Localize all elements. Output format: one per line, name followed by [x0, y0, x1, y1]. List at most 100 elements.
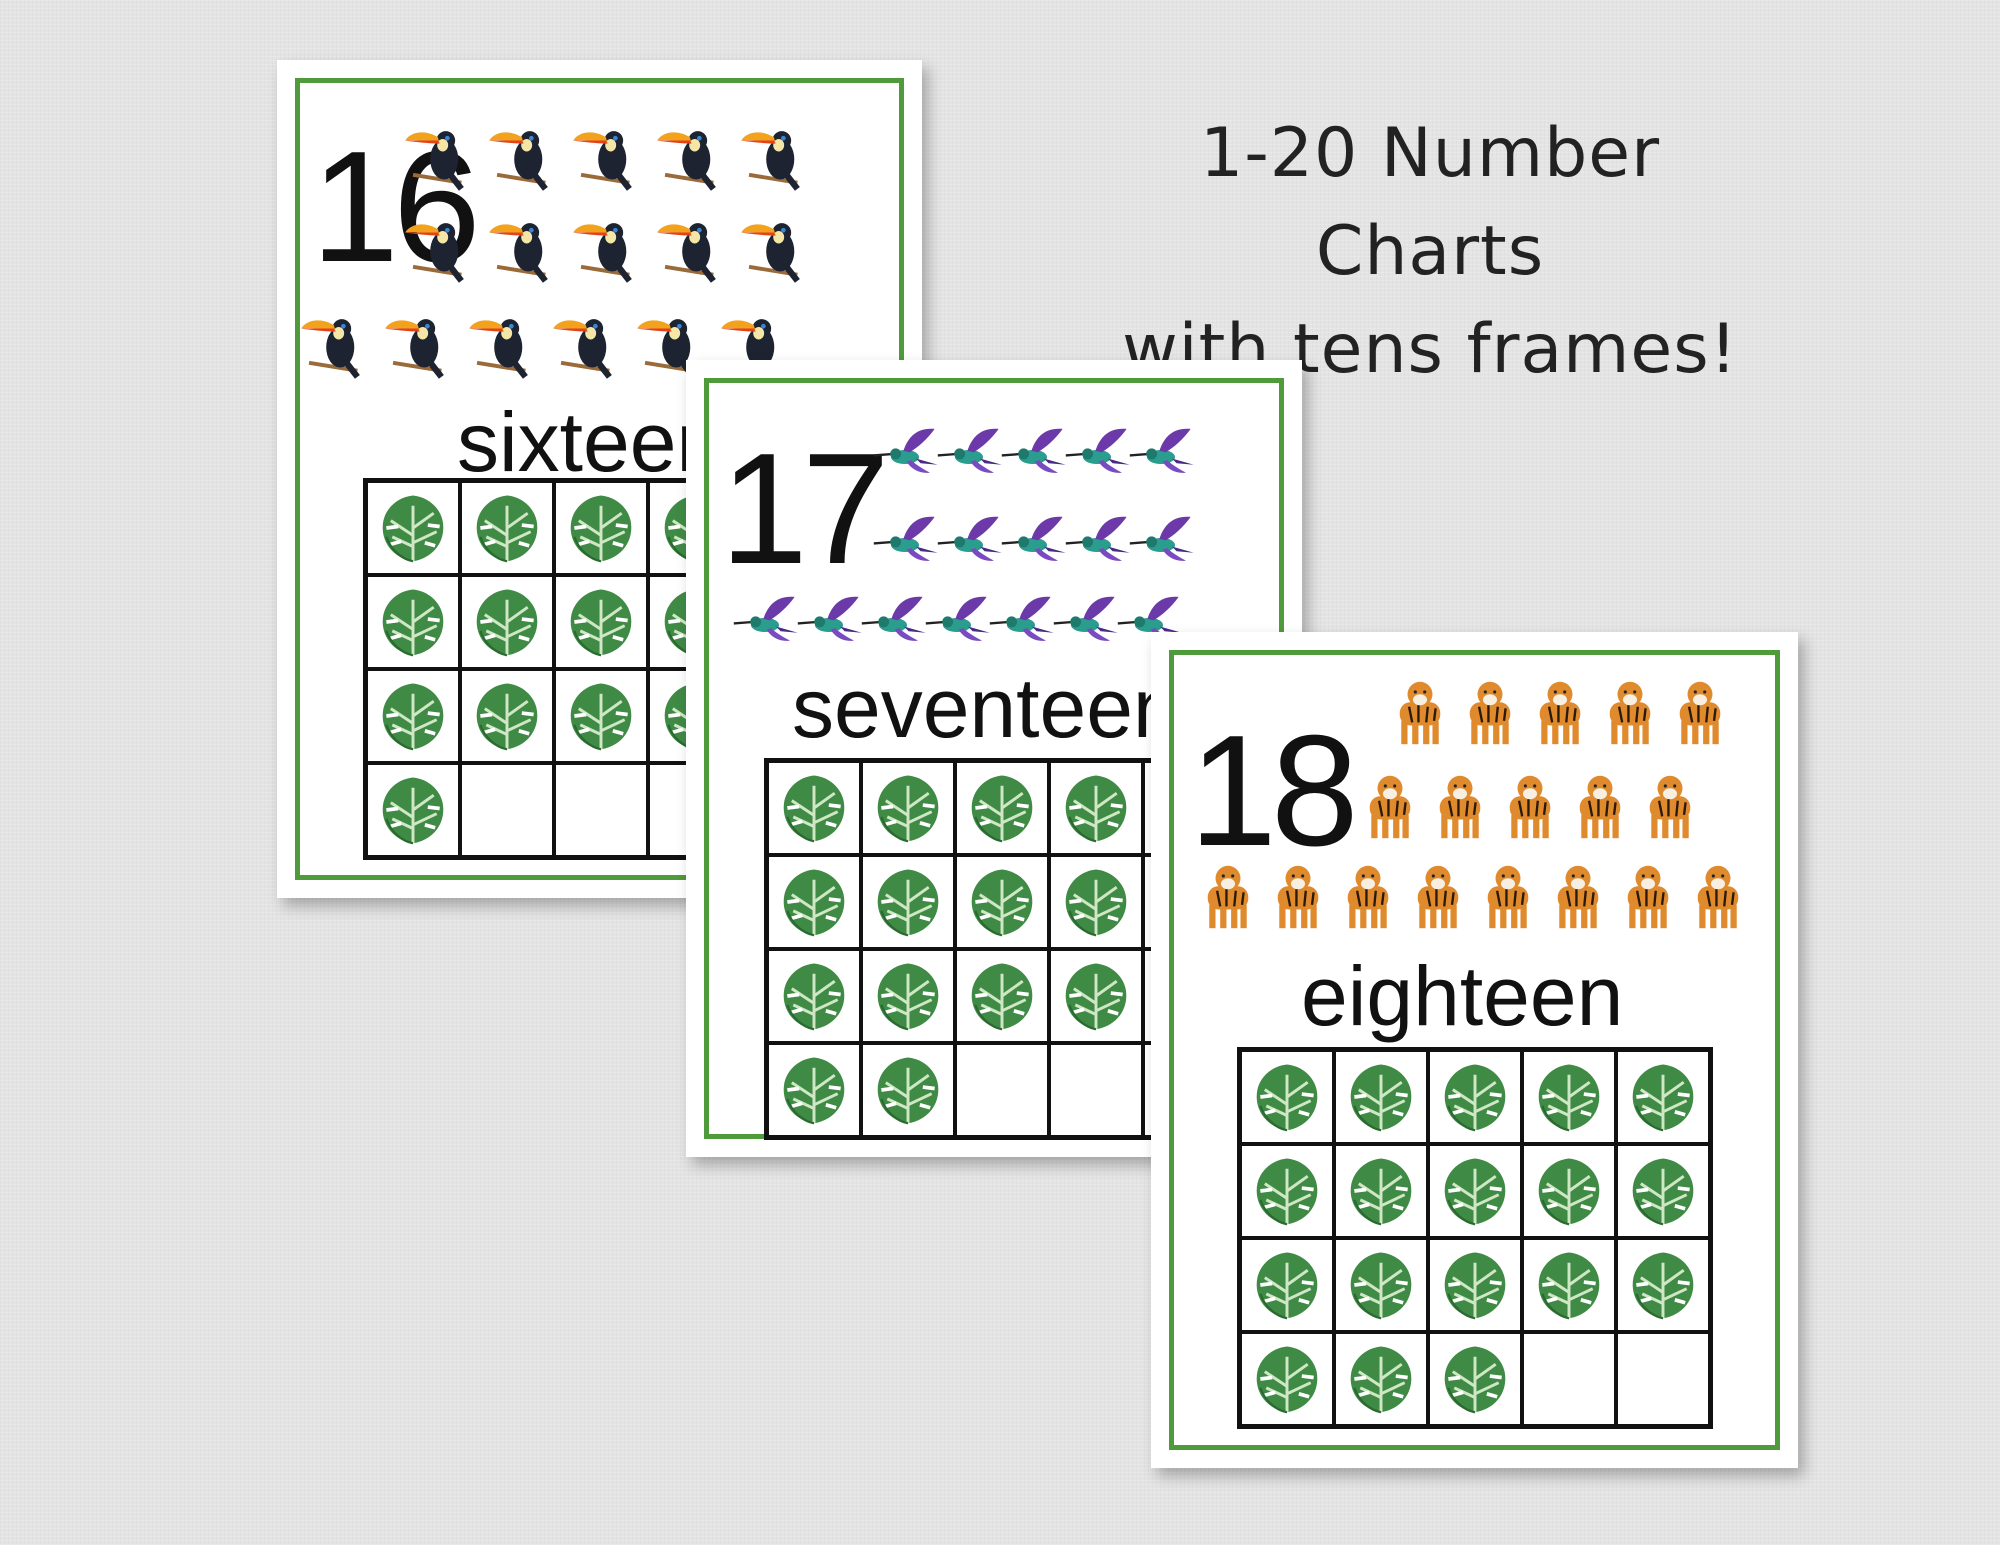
toucan-icon	[399, 206, 477, 284]
monstera-leaf-icon	[564, 679, 638, 753]
monstera-leaf-icon	[376, 491, 450, 565]
tiger-icon	[1631, 768, 1709, 846]
headline: 1-20 Number Charts with tens frames!	[1120, 105, 1740, 399]
tens-frame-cell-filled	[1522, 1144, 1616, 1238]
monstera-leaf-icon	[1438, 1342, 1512, 1416]
monstera-leaf-icon	[1344, 1154, 1418, 1228]
hummingbird-icon	[930, 506, 1008, 584]
tens-frame-cell-filled	[1240, 1238, 1334, 1332]
tens-frame-cell-filled	[1049, 949, 1143, 1043]
monstera-leaf-icon	[1532, 1248, 1606, 1322]
monstera-leaf-icon	[871, 771, 945, 845]
tiger-icon	[1451, 674, 1529, 752]
tens-frame-cell-filled	[1616, 1144, 1710, 1238]
tens-frame-cell-filled	[1240, 1050, 1334, 1144]
tens-frame-cell-filled	[554, 481, 648, 575]
toucan-icon	[379, 302, 457, 380]
monstera-leaf-icon	[1438, 1248, 1512, 1322]
tens-frame-cell-filled	[1240, 1144, 1334, 1238]
tens-frame-cell-empty	[460, 763, 554, 857]
card-number: 18	[1189, 703, 1359, 879]
tens-frame-cell-filled	[1428, 1144, 1522, 1238]
monstera-leaf-icon	[1626, 1060, 1700, 1134]
tens-frame-cell-filled	[955, 761, 1049, 855]
monstera-leaf-icon	[1626, 1154, 1700, 1228]
monstera-leaf-icon	[1250, 1154, 1324, 1228]
tens-frame-cell-filled	[1616, 1050, 1710, 1144]
tens-frame-cell-filled	[861, 761, 955, 855]
monstera-leaf-icon	[1059, 959, 1133, 1033]
toucan-icon	[651, 114, 729, 192]
tens-frame-cell-filled	[366, 575, 460, 669]
toucan-icon	[651, 206, 729, 284]
toucan-icon	[399, 114, 477, 192]
tens-frame-cell-empty	[955, 1043, 1049, 1137]
monstera-leaf-icon	[871, 1053, 945, 1127]
toucan-icon	[463, 302, 541, 380]
tens-frame-cell-filled	[767, 855, 861, 949]
tiger-icon	[1661, 674, 1739, 752]
monstera-leaf-icon	[1438, 1060, 1512, 1134]
toucan-icon	[483, 114, 561, 192]
tiger-icon	[1469, 858, 1547, 936]
card-word: seventeen	[792, 661, 1180, 755]
monstera-leaf-icon	[564, 491, 638, 565]
tiger-icon	[1421, 768, 1499, 846]
tens-frame-cell-filled	[1428, 1238, 1522, 1332]
tens-frame-cell-filled	[861, 855, 955, 949]
tens-frame-cell-filled	[955, 949, 1049, 1043]
toucan-icon	[547, 302, 625, 380]
tens-frame-cell-filled	[1240, 1332, 1334, 1426]
monstera-leaf-icon	[1059, 771, 1133, 845]
monstera-leaf-icon	[1059, 865, 1133, 939]
tens-frame-cell-filled	[460, 481, 554, 575]
monstera-leaf-icon	[1344, 1342, 1418, 1416]
tiger-icon	[1561, 768, 1639, 846]
tens-frame-cell-filled	[366, 669, 460, 763]
tiger-icon	[1679, 858, 1757, 936]
hummingbird-icon	[1058, 506, 1136, 584]
tens-frame-cell-filled	[554, 669, 648, 763]
tens-frame-cell-filled	[1049, 761, 1143, 855]
hummingbird-icon	[994, 506, 1072, 584]
monstera-leaf-icon	[1438, 1154, 1512, 1228]
tiger-icon	[1351, 768, 1429, 846]
monstera-leaf-icon	[1250, 1060, 1324, 1134]
hummingbird-icon	[866, 418, 944, 496]
toucan-icon	[483, 206, 561, 284]
tens-frame-cell-filled	[460, 669, 554, 763]
monstera-leaf-icon	[376, 585, 450, 659]
hummingbird-icon	[866, 506, 944, 584]
toucan-icon	[735, 114, 813, 192]
hummingbird-icon	[918, 586, 996, 664]
hummingbird-icon	[994, 418, 1072, 496]
tens-frame-cell-filled	[1334, 1050, 1428, 1144]
tens-frame-cell-empty	[554, 763, 648, 857]
tens-frame-cell-filled	[767, 949, 861, 1043]
tens-frame-cell-filled	[1522, 1238, 1616, 1332]
tens-frame-cell-filled	[955, 855, 1049, 949]
tiger-icon	[1591, 674, 1669, 752]
tiger-icon	[1381, 674, 1459, 752]
monstera-leaf-icon	[470, 679, 544, 753]
number-card-18: 18	[1151, 632, 1798, 1468]
tiger-icon	[1491, 768, 1569, 846]
tens-frame-cell-empty	[1616, 1332, 1710, 1426]
monstera-leaf-icon	[1532, 1154, 1606, 1228]
tens-frame	[1237, 1047, 1713, 1429]
toucan-icon	[295, 302, 373, 380]
tens-frame-cell-filled	[554, 575, 648, 669]
hummingbird-icon	[1122, 418, 1200, 496]
hummingbird-icon	[790, 586, 868, 664]
monstera-leaf-icon	[871, 865, 945, 939]
tens-frame-cell-filled	[1334, 1144, 1428, 1238]
card-border	[1169, 650, 1780, 1450]
tiger-icon	[1259, 858, 1337, 936]
hummingbird-icon	[930, 418, 1008, 496]
hummingbird-icon	[854, 586, 932, 664]
hummingbird-icon	[1122, 506, 1200, 584]
tiger-icon	[1521, 674, 1599, 752]
monstera-leaf-icon	[1250, 1248, 1324, 1322]
tiger-icon	[1399, 858, 1477, 936]
monstera-leaf-icon	[564, 585, 638, 659]
